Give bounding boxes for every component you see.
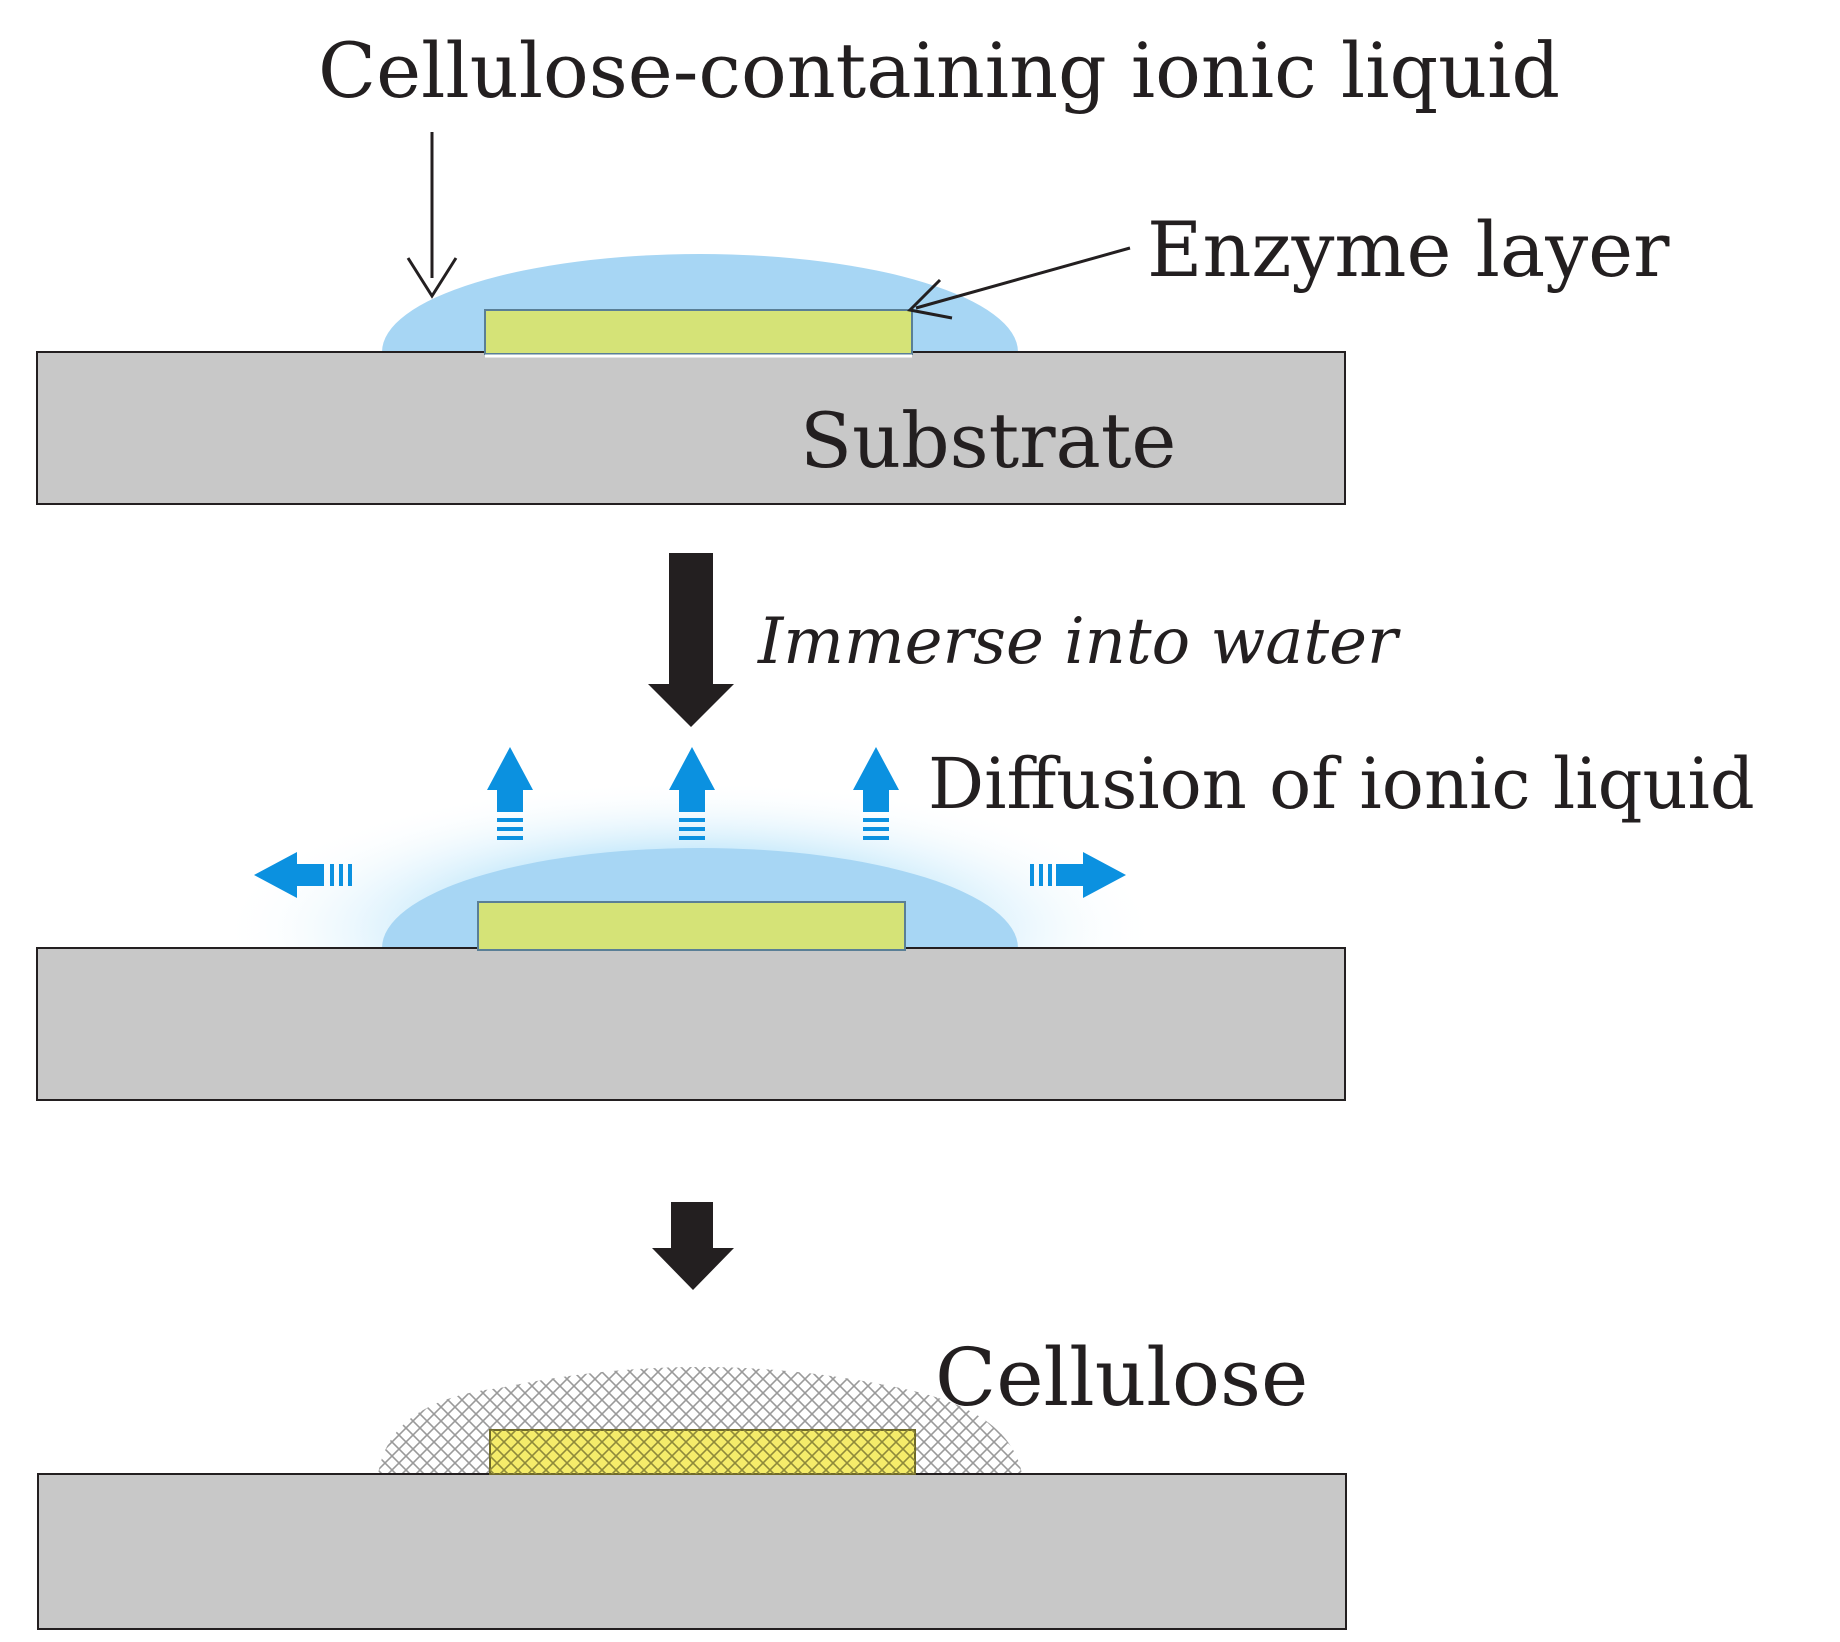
diffusion-label: Diffusion of ionic liquid	[928, 743, 1755, 825]
diffusion-arrow-left	[254, 852, 352, 898]
enzyme-layer-pointer-arrow	[906, 246, 1131, 320]
substrate	[37, 1473, 1347, 1630]
process-arrow-down	[652, 1202, 734, 1290]
process-arrow-down	[648, 553, 734, 727]
enzyme-layer-label: Enzyme layer	[1147, 205, 1670, 294]
enzyme-layer	[484, 309, 913, 355]
diffusion-arrow-up	[853, 747, 899, 840]
substrate	[36, 947, 1346, 1101]
ionic-liquid-label: Cellulose-containing ionic liquid	[318, 26, 1560, 115]
substrate-label: Substrate	[800, 396, 1176, 485]
step-2-panel: Diffusion of ionic liquid	[36, 743, 1755, 1101]
diffusion-arrow-right	[1030, 852, 1126, 898]
step-3-panel: Cellulose	[37, 1331, 1347, 1630]
substrate	[36, 351, 1346, 505]
step-1-panel: Cellulose-containing ionic liquid Enzyme…	[36, 26, 1670, 505]
ionic-liquid-pointer-arrow	[406, 132, 458, 299]
enzyme-layer	[477, 901, 906, 951]
diffusion-arrow-up	[487, 747, 533, 840]
cellulose-label: Cellulose	[935, 1331, 1308, 1424]
immerse-label: Immerse into water	[757, 605, 1401, 679]
diffusion-arrow-up	[669, 747, 715, 840]
